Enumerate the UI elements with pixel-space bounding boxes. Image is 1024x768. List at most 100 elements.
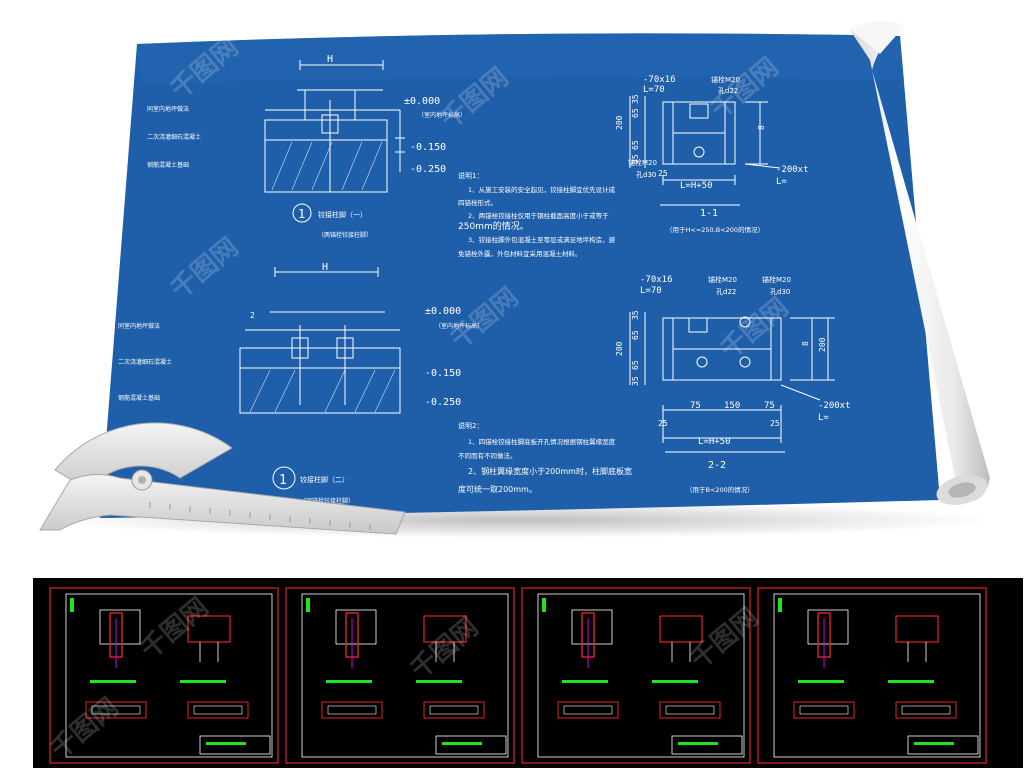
s11-dim-65a: 65 [631,108,640,118]
thumb-4-plate-a-inner [799,705,849,715]
thumbnail-strip [33,578,1023,768]
detail2-title-num: 1 [279,473,287,488]
detail2-title-circle [272,466,296,490]
thumb-3-margin-mark [542,598,546,612]
section-1-1-drawing [629,96,781,206]
notes1-line-4: 3、铰接柱脚外包混凝土至零层或满足地坪构造，避 [468,235,616,244]
paper-roll [850,20,990,505]
thumb-2-title-bar [442,742,482,745]
detail2-note-1: 二次浇灌细石混凝土 [118,358,172,366]
thumb-4-inner-frame [773,593,981,758]
s22-bolt-b: 锚栓M20 [762,275,791,284]
section-2-2-drawing [629,312,835,453]
s11-dim-25: 25 [658,169,668,178]
detail1-elev-0: ±0.000 [404,96,440,107]
protractor-ruler [39,422,406,535]
thumb-3-outer-frame [521,587,751,764]
thumb-2-plate-b [423,701,485,719]
notes1-line-0: 1、从施工安装的安全起见，铰接柱脚宜优先设计成 [468,185,616,194]
notes1-line-2: 2、两锚栓铰接柱仅用于钢柱截面高度小于或等于 [468,211,609,220]
thumb-1-title-block [199,735,271,755]
s22-caption: （用于B<200的情况） [686,485,754,494]
detail1-title-circle [292,203,312,223]
thumb-3-member-b [659,615,703,643]
s22-dim-65a: 65 [631,330,640,340]
thumb-2-plate-a-inner [327,705,377,715]
detail1-note-1: 二次浇灌细石混凝土 [147,133,201,141]
s22-title: 2-2 [708,460,726,471]
thumb-3-member-a [571,609,613,645]
s11-dim-65b: 65 [631,140,640,150]
s11-dim-bottom: L=H+50 [680,181,713,191]
thumbnail-group [49,587,987,764]
s22-bolt-a: 锚栓M20 [708,275,737,284]
notes1-line-3: 250mm的情况。 [458,220,529,232]
s22-dim-75b: 75 [764,401,775,411]
detail1-subtitle: （两锚栓铰接柱脚） [318,231,372,239]
thumb-1-label-a [90,680,136,683]
thumb-2-member-a [335,609,377,645]
s22-dim-25a: 25 [658,419,668,428]
thumb-1-plate-b-inner [193,705,243,715]
thumb-1-plate-b [187,701,249,719]
s22-dim-150: 150 [724,401,740,411]
detail1-note-2: 钢筋混凝土基础 [147,161,189,169]
s11-l70: L=70 [643,85,665,95]
detail2-elev-1: -0.150 [425,368,461,379]
thumb-1-member-a [99,609,141,645]
thumb-3-label-a [562,680,608,683]
s11-hole: 孔d22 [718,87,738,95]
s22-dim-bottom: L=H+50 [698,437,731,447]
detail2-dim-h: H [322,262,328,273]
thumb-1-outer-frame [49,587,279,764]
thumb-4-plate-a [793,701,855,719]
s11-hole2: 孔d30 [636,171,656,179]
detail2-elev-2: -0.250 [425,397,461,408]
thumb-4-label-a [798,680,844,683]
thumb-3-label-b [652,680,698,683]
detail-1 [264,60,405,193]
thumb-2-inner-frame [301,593,509,758]
notes1-line-5: 免锚栓外露，外包材料宜采用混凝土材料。 [458,249,582,258]
detail2-elev-note: （室内地坪标高） [435,322,483,330]
thumb-4-title-block [907,735,979,755]
blueprint-paper [100,33,940,518]
thumb-2-plate-b-inner [429,705,479,715]
detail1-elev-2: -0.250 [410,164,446,175]
thumb-4-plate-b-inner [901,705,951,715]
detail2-dim-side: 2 [250,311,255,320]
thumb-2-outer-frame [285,587,515,764]
thumb-4-member-a [807,609,849,645]
notes1-line-1: 四锚栓形式。 [458,198,497,207]
s22-dim-25b: 25 [770,419,780,428]
s22-dim-right-a: 8 [801,341,810,346]
thumb-1-member-b [187,615,231,643]
s22-plate2: -200xt [818,401,851,411]
thumb-2-label-b [416,680,462,683]
thumb-2-margin-mark [306,598,310,612]
thumb-1-plate-a-inner [91,705,141,715]
s11-dim-35b: 35 [631,154,640,164]
detail2-subtitle: （四锚栓铰接柱脚） [300,497,354,505]
s11-dim-200: 200 [615,115,624,130]
s11-dim-35a: 35 [631,94,640,104]
s11-plate2: -200xt [776,165,809,175]
thumb-3-plate-b [659,701,721,719]
thumb-2-member-b [423,615,467,643]
detail2-note-0: 同室内地坪做法 [118,322,160,330]
thumb-2-title-block [435,735,507,755]
detail1-elev-1: -0.150 [410,142,446,153]
detail2-note-2: 钢筋混凝土基础 [118,394,160,402]
s22-l: L= [818,413,829,423]
detail2-elev-0: ±0.000 [425,306,461,317]
detail-2 [239,267,401,414]
thumb-3-plate-b-inner [665,705,715,715]
s11-plate: -70x16 [643,75,676,85]
notes1-heading: 说明1： [458,171,483,180]
detail1-title: 铰接柱脚（一） [318,210,367,219]
notes2-line-0: 1、四锚栓铰接柱脚底板开孔情况根据钢柱翼缘宽度 [468,437,616,446]
thumb-2-plate-a [321,701,383,719]
s11-bolt: 锚栓M20 [711,75,740,84]
s22-dim-right-b: 200 [818,337,827,352]
thumb-1-label-b [180,680,226,683]
